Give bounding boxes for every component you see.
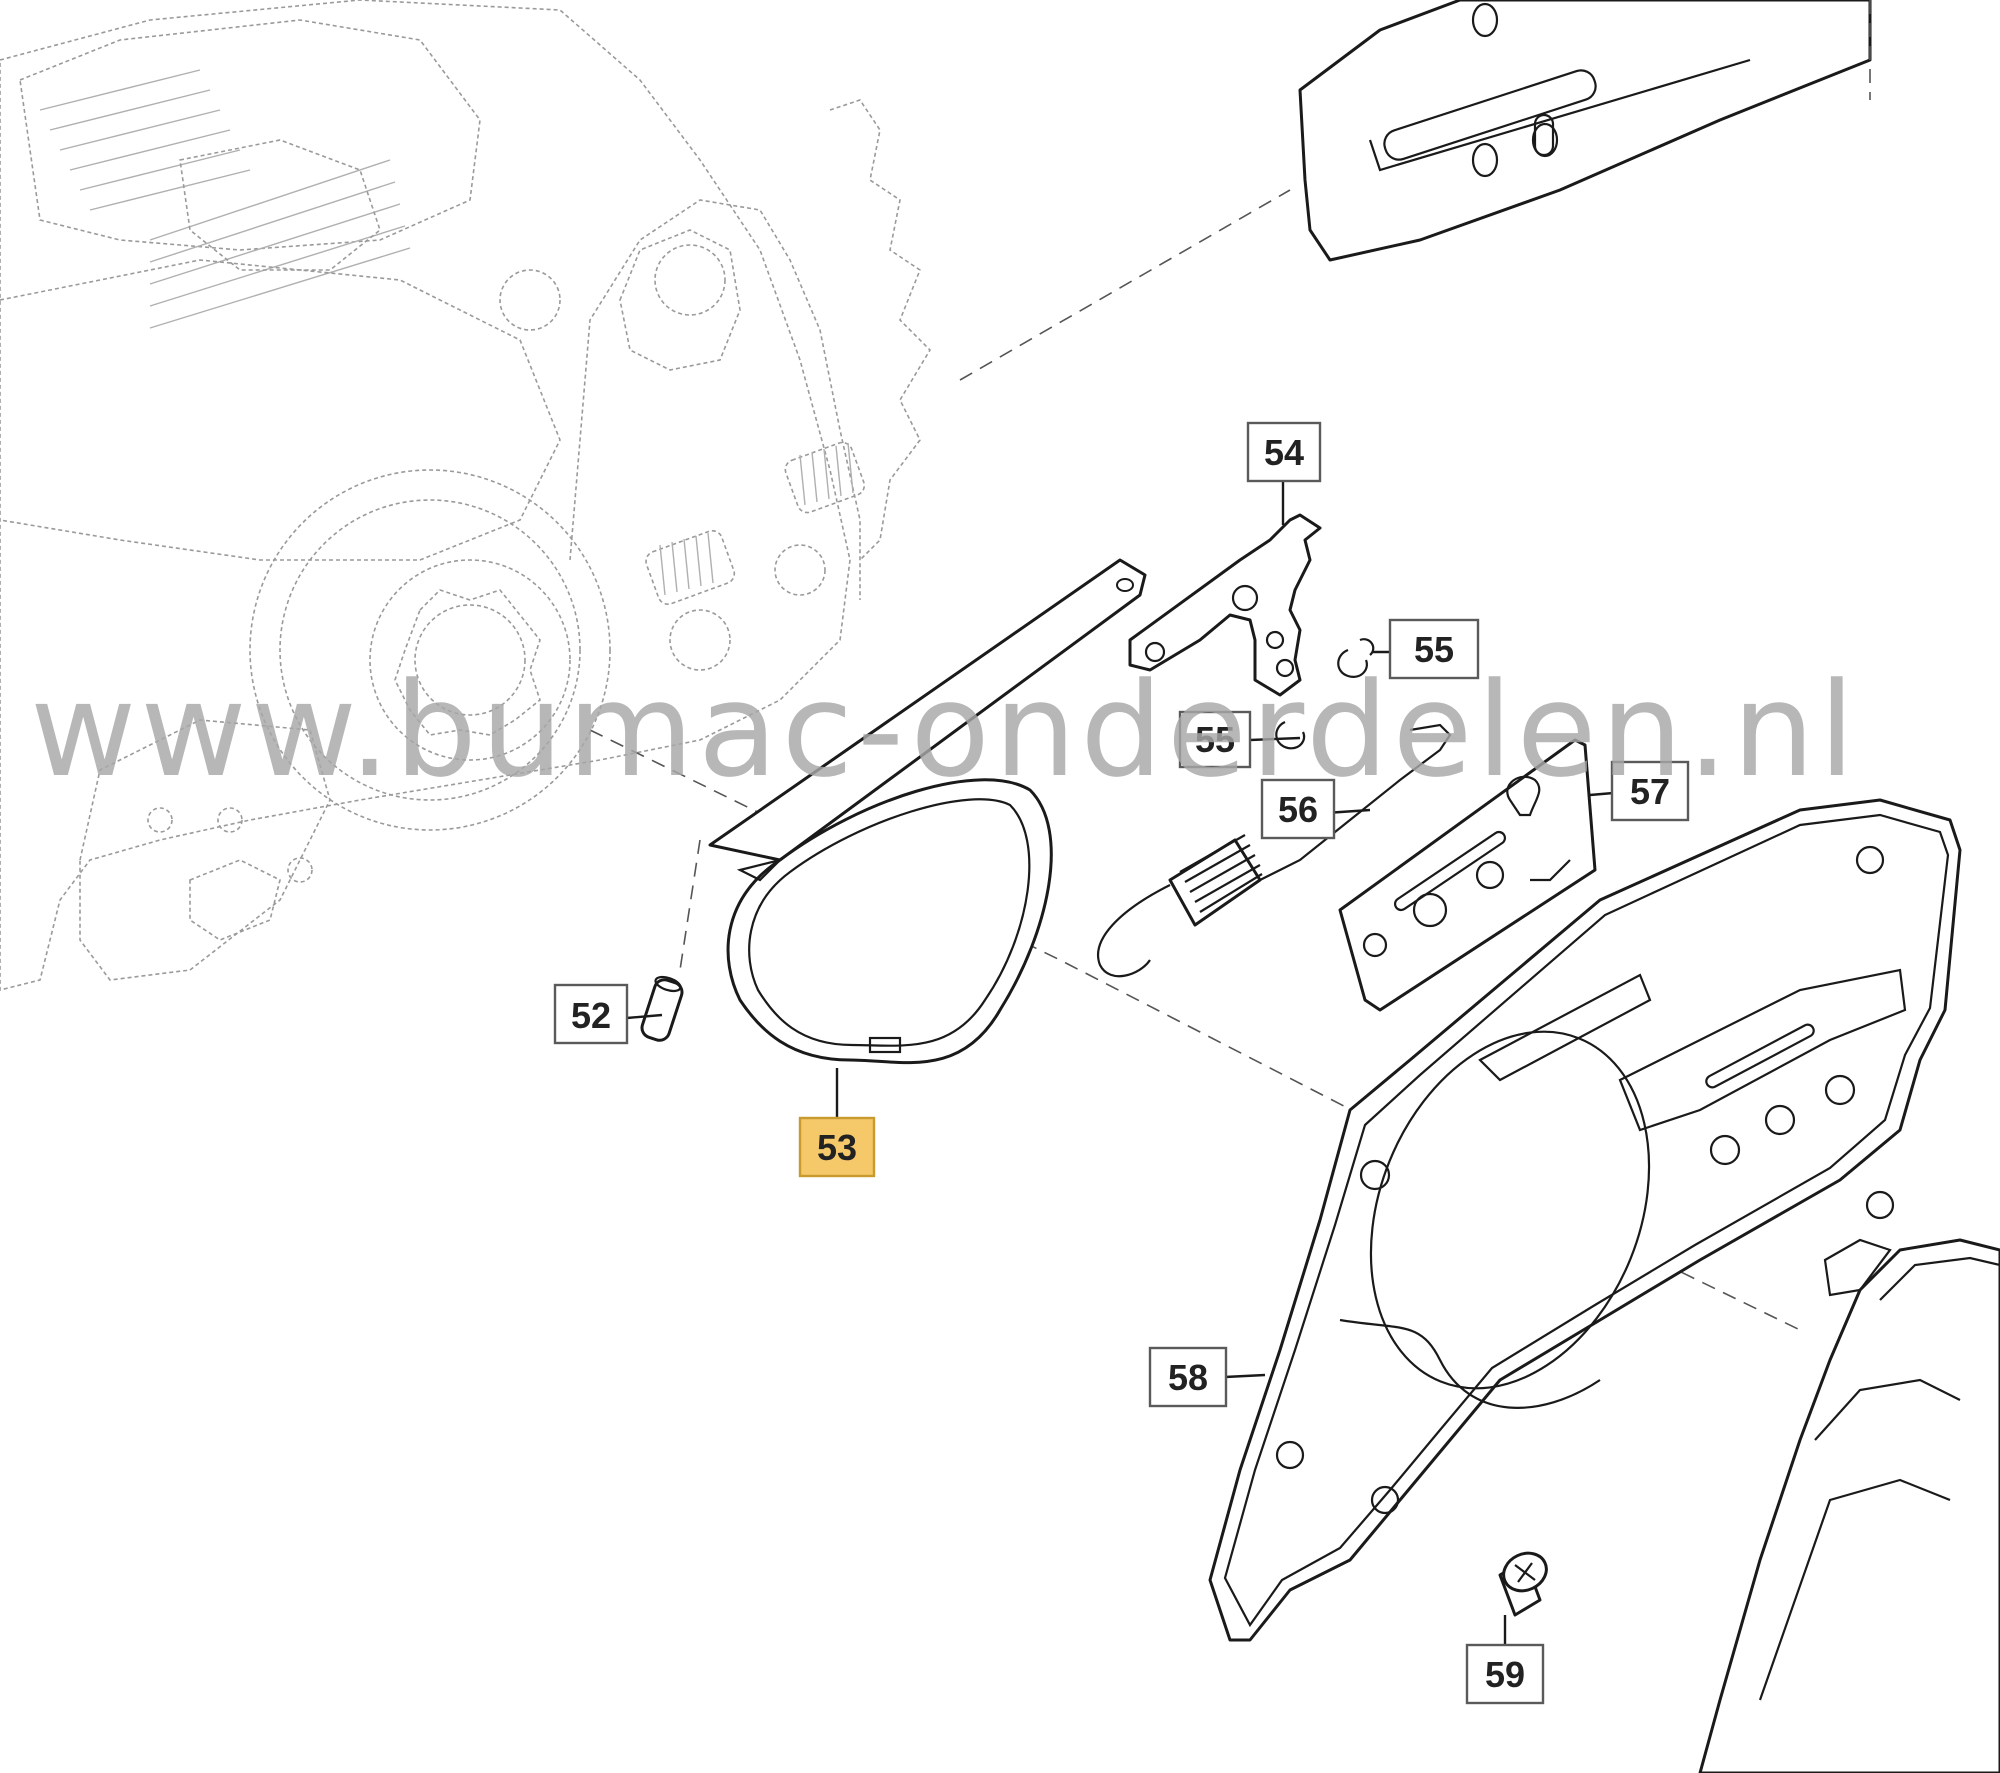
callout-58-label: 58 (1168, 1357, 1208, 1398)
ghost-stud-upper (784, 441, 866, 514)
ghost-stud-lower (645, 529, 736, 605)
callout-56-label: 56 (1278, 789, 1318, 830)
part-52-pin (640, 839, 701, 1042)
callout-59[interactable]: 59 (1465, 1643, 1545, 1705)
ghost-engine-body (0, 0, 932, 991)
callout-57[interactable]: 57 (1610, 760, 1690, 822)
chainsaw-housing-right (1698, 1238, 2000, 1773)
callout-52[interactable]: 52 (553, 983, 629, 1045)
callout-58[interactable]: 58 (1148, 1346, 1228, 1408)
part-55-circlip-lower (1275, 721, 1306, 750)
part-55-circlip-upper (1337, 638, 1375, 678)
callout-59-label: 59 (1485, 1654, 1525, 1695)
callout-55-upper-label: 55 (1414, 629, 1454, 670)
part-54-brake-lever (1128, 513, 1322, 697)
callout-53[interactable]: 53 (798, 1116, 876, 1178)
callout-55-lower-label: 55 (1195, 719, 1235, 760)
part-56-spring (1097, 723, 1452, 978)
callout-57-label: 57 (1630, 771, 1670, 812)
callout-54[interactable]: 54 (1246, 421, 1322, 483)
part-58-side-cover (1208, 798, 1962, 1642)
part-59-screw (1498, 1551, 1548, 1617)
guide-bar (1298, 0, 1872, 262)
assembly-axis-upper (959, 189, 1291, 381)
callout-56[interactable]: 56 (1260, 778, 1336, 840)
callout-54-label: 54 (1264, 432, 1304, 473)
watermark-text: www.bumac-onderdelen.nl (30, 654, 1859, 806)
callout-55-upper[interactable]: 55 (1388, 618, 1480, 680)
callout-53-label: 53 (817, 1127, 857, 1168)
callout-52-label: 52 (571, 995, 611, 1036)
callout-55-lower[interactable]: 55 (1178, 710, 1252, 769)
part-53-brake-band (708, 558, 1147, 1065)
part-57-plate (1338, 738, 1597, 1012)
